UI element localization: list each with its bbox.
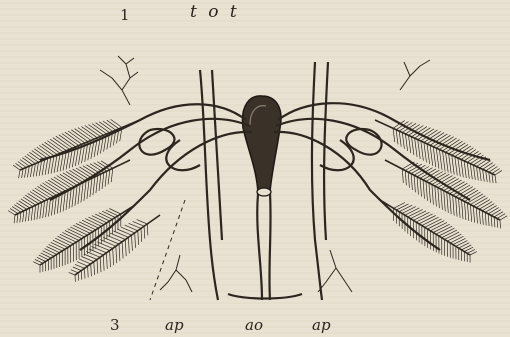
label-top-letters: t o t (190, 4, 240, 21)
label-top-number: 1 (120, 8, 130, 23)
label-ap-left: ap (165, 318, 184, 333)
label-ao: ao (245, 318, 263, 333)
label-bottom-number: 3 (110, 318, 120, 333)
label-ap-right: ap (312, 318, 331, 333)
